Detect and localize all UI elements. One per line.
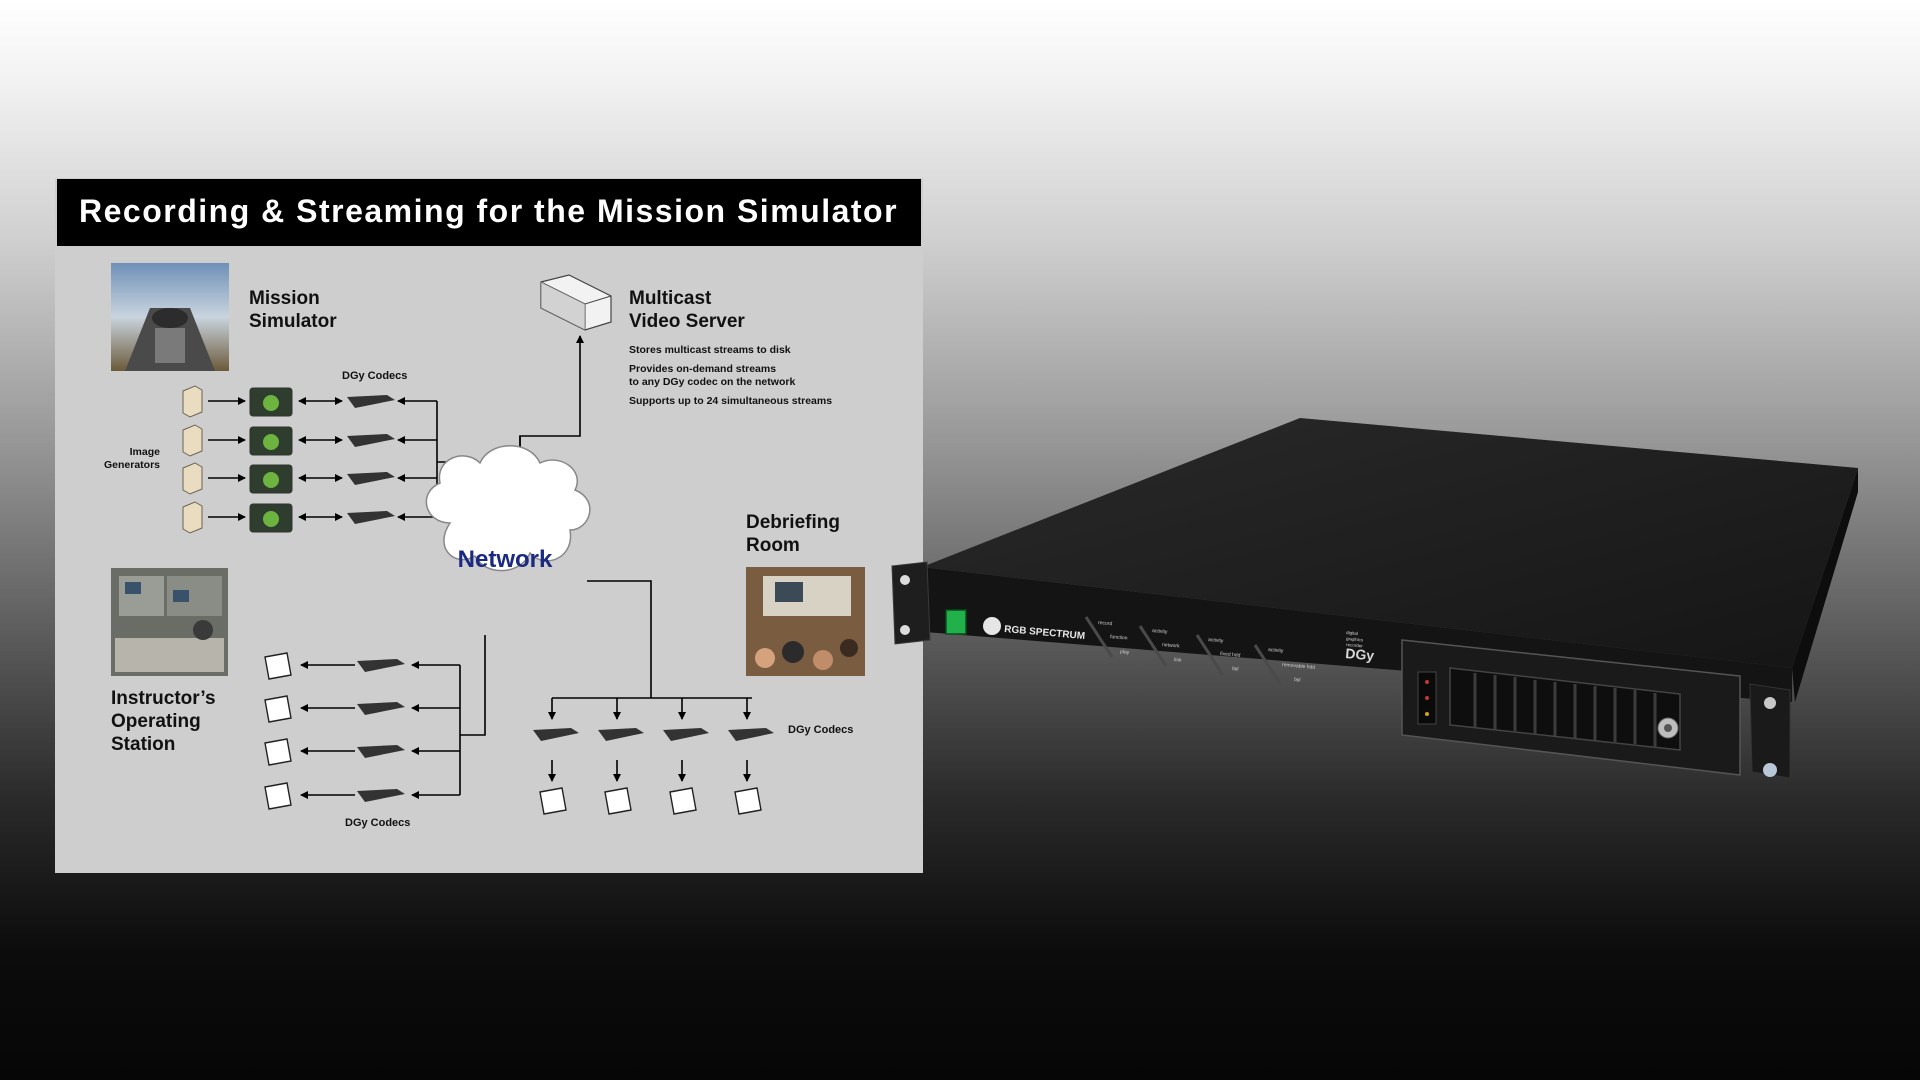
- instructor-codecs: [357, 659, 405, 802]
- server-note-2: Provides on-demand streams: [629, 363, 832, 376]
- instructor-station-photo: [111, 568, 228, 676]
- label-fixed-hdd: fixed hdd: [1220, 651, 1241, 659]
- label-fail-2: fail: [1294, 677, 1301, 684]
- label-record: record: [1098, 620, 1113, 627]
- brand-logo-icon: [983, 617, 1001, 635]
- instructor-monitors: [265, 653, 291, 809]
- label-fail-1: fail: [1232, 666, 1239, 673]
- network-label: Network: [450, 546, 560, 574]
- dgy-codecs-top-label: DGy Codecs: [342, 369, 407, 383]
- image-generator-icons: [183, 386, 395, 533]
- mission-simulator-label: Mission Simulator: [249, 287, 337, 333]
- model-caption-1: digital: [1346, 630, 1358, 636]
- label-link: link: [1174, 657, 1182, 664]
- instructor-label-line1: Instructor’s: [111, 688, 216, 709]
- instructor-station-label: Instructor’s Operating Station: [111, 687, 216, 756]
- image-generators-line1: Image: [130, 446, 160, 458]
- label-play: play: [1120, 649, 1130, 656]
- debriefing-label-line1: Debriefing: [746, 512, 840, 533]
- diagram-slide: Recording & Streaming for the Mission Si…: [55, 178, 923, 873]
- debrief-codecs: [533, 728, 774, 741]
- dgy-codecs-bottom-label: DGy Codecs: [345, 816, 410, 830]
- device-model: DGy: [1345, 645, 1375, 663]
- mission-label-line1: Mission: [249, 288, 320, 309]
- server-note-1: Stores multicast streams to disk: [629, 344, 832, 357]
- multicast-label-line1: Multicast: [629, 288, 711, 309]
- debriefing-room-label: Debriefing Room: [746, 511, 840, 557]
- multicast-server-icon: [541, 275, 611, 330]
- debriefing-label-line2: Room: [746, 535, 800, 556]
- instructor-label-line3: Station: [111, 734, 175, 755]
- image-generators-label: Image Generators: [98, 446, 160, 472]
- server-note-4: Supports up to 24 simultaneous streams: [629, 395, 832, 408]
- multicast-label-line2: Video Server: [629, 311, 745, 332]
- debrief-monitors: [540, 788, 761, 814]
- instructor-label-line2: Operating: [111, 711, 201, 732]
- mission-label-line2: Simulator: [249, 311, 337, 332]
- image-generators-line2: Generators: [104, 459, 160, 471]
- server-notes: Stores multicast streams to disk Provide…: [629, 344, 832, 408]
- dgy-codecs-right-label: DGy Codecs: [788, 723, 853, 737]
- power-led-icon: [946, 610, 966, 634]
- debriefing-room-photo: [746, 567, 865, 676]
- label-removable-hdd: removable hdd: [1282, 662, 1316, 671]
- server-note-3: to any DGy codec on the network: [629, 376, 832, 389]
- dgy-recorder-device: RGB SPECTRUM record function play activi…: [880, 410, 1880, 790]
- mission-simulator-photo: [111, 263, 229, 371]
- multicast-server-label: Multicast Video Server: [629, 287, 745, 333]
- network-links: [301, 581, 752, 795]
